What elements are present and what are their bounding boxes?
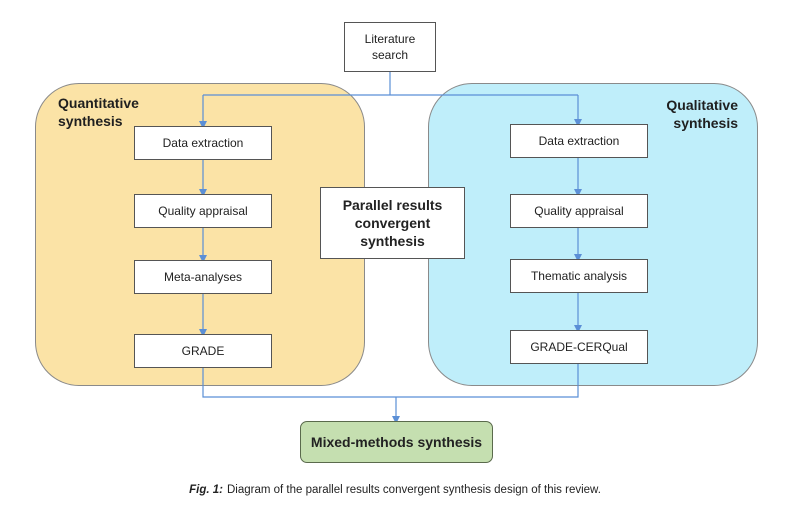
qual-step-data-extraction: Data extraction <box>510 124 648 158</box>
figure-caption-text: Diagram of the parallel results converge… <box>226 484 601 496</box>
quant-step-quality-appraisal: Quality appraisal <box>134 194 272 228</box>
quantitative-synthesis-title: Quantitative synthesis <box>58 95 139 129</box>
literature-search-box: Literature search <box>344 22 436 72</box>
mixed-methods-synthesis-box: Mixed-methods synthesis <box>300 421 493 463</box>
quant-step-data-extraction: Data extraction <box>134 126 272 160</box>
qual-step-thematic-analysis: Thematic analysis <box>510 259 648 293</box>
qual-merge-line <box>396 364 579 398</box>
quant-merge-line <box>202 368 396 398</box>
quant-step-grade: GRADE <box>134 334 272 368</box>
qual-step-quality-appraisal: Quality appraisal <box>510 194 648 228</box>
figure-caption: Fig. 1:Diagram of the parallel results c… <box>0 484 790 496</box>
quant-step-meta-analyses: Meta-analyses <box>134 260 272 294</box>
qualitative-synthesis-title: Qualitative synthesis <box>666 97 738 131</box>
parallel-results-convergent-synthesis-box: Parallel results convergent synthesis <box>320 187 465 259</box>
qual-step-grade-cerqual: GRADE-CERQual <box>510 330 648 364</box>
figure-caption-label: Fig. 1: <box>189 484 223 496</box>
